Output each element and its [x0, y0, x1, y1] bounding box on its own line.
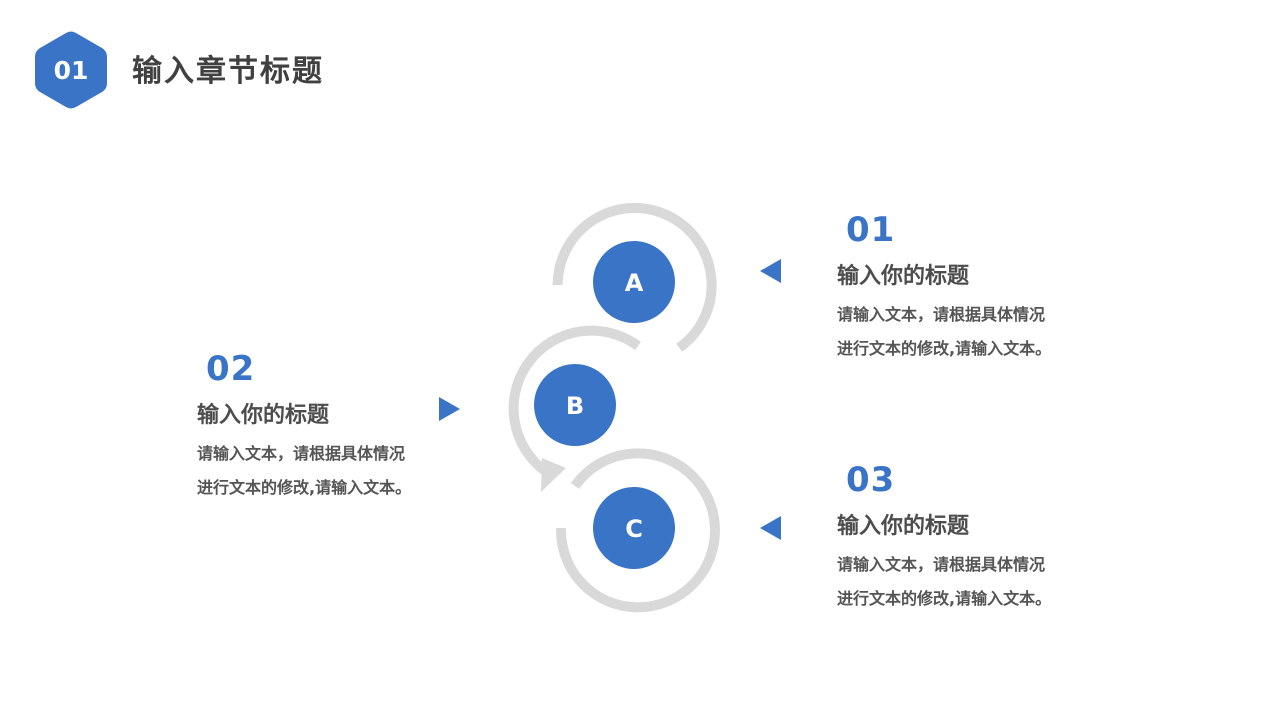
- section-title: 输入章节标题: [132, 54, 324, 89]
- item-body-line: 请输入文本，请根据具体情况: [197, 444, 406, 463]
- ring-b: [508, 325, 641, 476]
- pointer-left-icon-a: [760, 259, 781, 283]
- node-b-letter: B: [566, 392, 584, 420]
- item-title: 输入你的标题: [837, 514, 970, 539]
- item-body: 请输入文本，请根据具体情况 进行文本的修改,请输入文本。: [837, 548, 1097, 616]
- item-number: 02: [206, 349, 256, 389]
- section-number-badge: 01: [35, 31, 107, 109]
- ring-c: [555, 448, 720, 613]
- item-body-line: 请输入文本，请根据具体情况: [837, 555, 1046, 574]
- item-body: 请输入文本，请根据具体情况 进行文本的修改,请输入文本。: [197, 437, 457, 505]
- item-02: 02 输入你的标题 请输入文本，请根据具体情况 进行文本的修改,请输入文本。: [197, 351, 457, 505]
- item-title: 输入你的标题: [837, 264, 970, 289]
- item-body: 请输入文本，请根据具体情况 进行文本的修改,请输入文本。: [837, 298, 1097, 366]
- node-a-circle: [593, 241, 675, 323]
- section-number: 01: [53, 55, 89, 85]
- node-c-circle: [593, 487, 675, 569]
- item-number: 03: [846, 460, 896, 500]
- item-title: 输入你的标题: [197, 403, 330, 428]
- ring-b-arrowhead-icon: [541, 458, 566, 492]
- node-c-letter: C: [625, 515, 643, 543]
- item-body-line: 请输入文本，请根据具体情况: [837, 305, 1046, 324]
- item-body-line: 进行文本的修改,请输入文本。: [837, 339, 1052, 358]
- pointer-right-icon-b: [439, 397, 460, 421]
- item-number: 01: [846, 210, 896, 250]
- ring-a: [552, 203, 717, 352]
- item-03: 03 输入你的标题 请输入文本，请根据具体情况 进行文本的修改,请输入文本。: [837, 462, 1097, 616]
- pointer-left-icon-c: [760, 516, 781, 540]
- item-body-line: 进行文本的修改,请输入文本。: [197, 478, 412, 497]
- item-01: 01 输入你的标题 请输入文本，请根据具体情况 进行文本的修改,请输入文本。: [837, 212, 1097, 366]
- node-a-letter: A: [625, 269, 644, 297]
- item-body-line: 进行文本的修改,请输入文本。: [837, 589, 1052, 608]
- node-b-circle: [534, 364, 616, 446]
- hexagon-icon: [35, 31, 107, 109]
